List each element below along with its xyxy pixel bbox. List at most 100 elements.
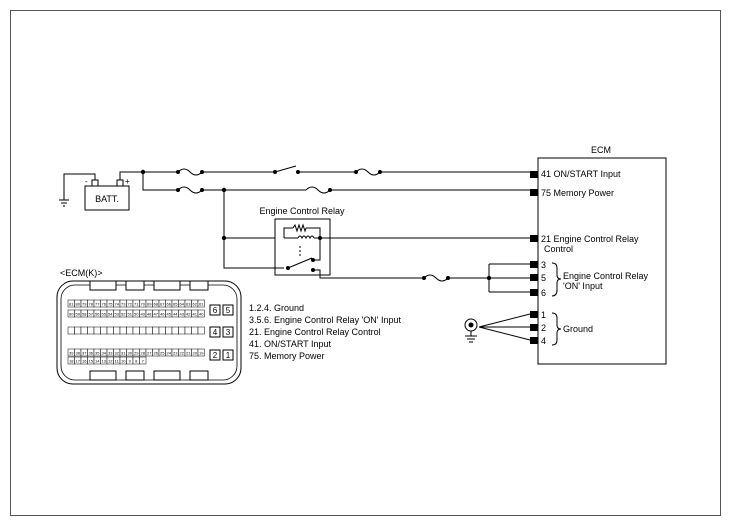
connector-side-pin-number: 1 — [226, 351, 231, 360]
connector-pin-number: 64 — [180, 302, 185, 307]
battery-negative-terminal — [91, 179, 99, 187]
connector-pin-number: 67 — [160, 302, 165, 307]
ecm-pin-3-label: 3 — [541, 260, 546, 270]
battery-ground-wire — [63, 173, 96, 200]
connector-pin-number: 63 — [186, 302, 191, 307]
connector-pin-number: 54 — [108, 312, 113, 317]
connector-side-pin — [209, 349, 221, 361]
connector-pin-cell — [184, 326, 192, 335]
ecm-pin-5-label: 5 — [541, 273, 546, 283]
ground-point-icon — [464, 318, 478, 343]
diagram-frame — [10, 10, 721, 516]
connector-pin-number: 18 — [69, 359, 74, 364]
connector-pin-cell — [197, 299, 205, 308]
relay-feed-wire — [223, 190, 284, 269]
connector-pin-number: 31 — [121, 351, 126, 356]
connector-pin-number: 81 — [69, 302, 74, 307]
battery-label: BATT. — [95, 194, 119, 204]
connector-pin-number: 22 — [180, 351, 185, 356]
ecm-terminals — [530, 171, 538, 344]
connector-pin-number: 48 — [147, 312, 152, 317]
connector-pin-number: 24 — [167, 351, 172, 356]
connector-pin-number: 71 — [134, 302, 139, 307]
ecm-pin-75-label: 75 Memory Power — [541, 188, 614, 198]
connector-pin-cell — [74, 326, 82, 335]
relay-coil-icon — [283, 223, 321, 258]
connector-pin-number: 77 — [95, 302, 100, 307]
legend-item: 41. ON/START Input — [249, 339, 332, 349]
connector-pin-number: 78 — [89, 302, 94, 307]
connector-side-pin-number: 3 — [226, 328, 231, 337]
connector-pin-number: 32 — [115, 351, 120, 356]
connector-outline — [56, 280, 242, 385]
connector-pin-number: 38 — [76, 351, 81, 356]
connector-pin-number: 19 — [199, 351, 204, 356]
connector-pin-number: 59 — [76, 312, 81, 317]
connector-pin-number: 15 — [89, 359, 94, 364]
connector-pin-number: 60 — [69, 312, 74, 317]
connector-title: <ECM(K)> — [60, 268, 103, 278]
battery-positive-terminal — [116, 179, 124, 187]
ecm-title: ECM — [591, 145, 611, 155]
fuse-5-icon — [423, 274, 449, 282]
connector-pin-number: 40 — [199, 312, 204, 317]
connector-pin-cell — [119, 326, 127, 335]
connector-pin-number: 28 — [141, 351, 146, 356]
connector-pin-number: 69 — [147, 302, 152, 307]
connector-pin-number: 39 — [69, 351, 74, 356]
ecm-pin-1-label: 1 — [541, 310, 546, 320]
relay-switch-icon — [286, 238, 321, 272]
connector-pin-number: 7 — [142, 359, 145, 364]
battery-plus-icon: + — [125, 177, 130, 186]
connector-side-pin — [209, 304, 221, 316]
ecm-pin-41-label: 41 ON/START Input — [541, 169, 621, 179]
connector-pin-cell — [126, 326, 134, 335]
connector-pin-number: 26 — [154, 351, 159, 356]
connector-pin-cell — [191, 326, 199, 335]
connector-pin-cell — [145, 326, 153, 335]
connector-pin-number: 16 — [82, 359, 87, 364]
connector-side-pin — [222, 349, 234, 361]
connector-pin-cell — [139, 326, 147, 335]
ignition-switch-icon — [274, 165, 297, 173]
connector-side-pin — [222, 326, 234, 338]
ecm-pin-21-label: 21 Engine Control Relay — [541, 234, 639, 244]
connector-pin-number: 21 — [186, 351, 191, 356]
connector-side-pin-number: 4 — [213, 328, 218, 337]
connector-side-pin-number: 2 — [213, 351, 218, 360]
connector-pin-number: 72 — [128, 302, 133, 307]
connector-pin-number: 34 — [102, 351, 107, 356]
connector-pin-number: 55 — [102, 312, 107, 317]
connector-pin-cell — [93, 326, 101, 335]
connector-pin-number: 17 — [76, 359, 81, 364]
connector-pin-number: 49 — [141, 312, 146, 317]
connector-side-pin — [222, 304, 234, 316]
junction-dot — [200, 170, 204, 174]
connector-pin-number: 58 — [82, 312, 87, 317]
on-start-wire — [143, 165, 530, 176]
connector-side-pin-number: 5 — [226, 306, 231, 315]
ground-bracket — [551, 312, 562, 346]
connector-pin-number: 12 — [108, 359, 113, 364]
legend-item: 21. Engine Control Relay Control — [249, 327, 381, 337]
connector-pin-number: 66 — [167, 302, 172, 307]
connector-pin-number: 30 — [128, 351, 133, 356]
connector-pin-number: 42 — [186, 312, 191, 317]
chassis-ground-icon — [59, 199, 69, 207]
connector-pin-cell — [165, 326, 173, 335]
ecm-pin-21-label-cont: Control — [544, 244, 573, 254]
connector-pin-number: 37 — [82, 351, 87, 356]
connector-pin-number: 47 — [154, 312, 159, 317]
fuse-3-icon — [177, 186, 203, 194]
connector-side-pin — [209, 326, 221, 338]
connector-pin-cell — [106, 326, 114, 335]
connector-pin-number: 51 — [128, 312, 133, 317]
connector-pin-number: 73 — [121, 302, 126, 307]
connector-pin-number: 25 — [160, 351, 165, 356]
junction-dot — [176, 188, 180, 192]
ecm-pin-6-label: 6 — [541, 288, 546, 298]
connector-pin-number: 65 — [173, 302, 178, 307]
connector-pin-number: 74 — [115, 302, 120, 307]
